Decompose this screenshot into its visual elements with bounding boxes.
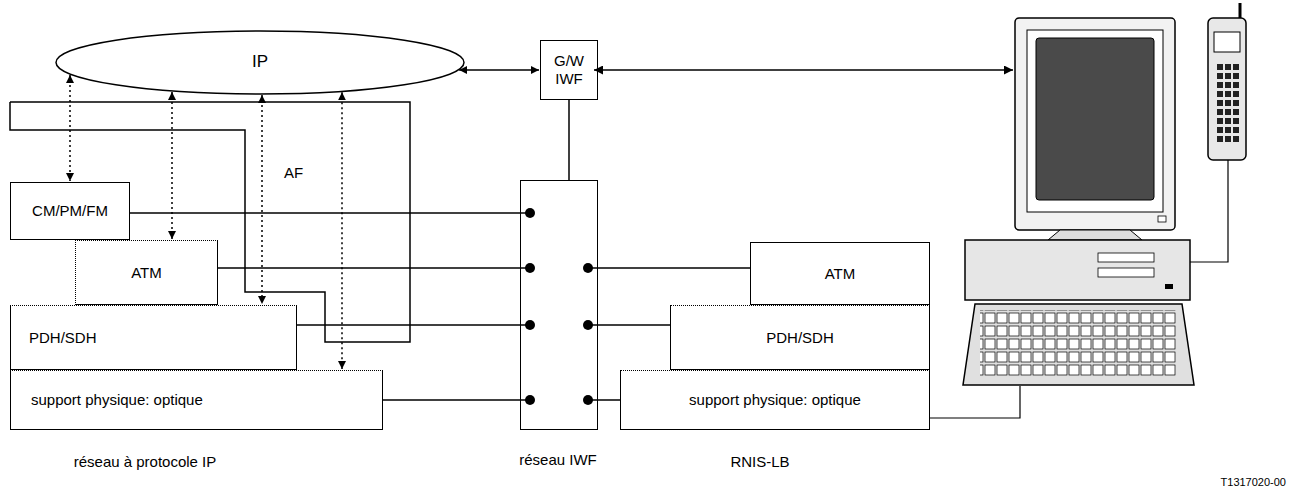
layer-label: ATM — [825, 265, 856, 283]
monitor-button — [1158, 216, 1166, 222]
junction-dot — [525, 395, 535, 405]
atm-layer: ATM — [75, 240, 218, 305]
junction-dot — [583, 395, 593, 405]
drive-slot — [1098, 268, 1154, 277]
connector — [583, 263, 750, 273]
phone-cable — [1190, 160, 1228, 262]
network-caption: réseau à protocole IP — [74, 453, 217, 471]
connector — [70, 75, 71, 181]
physical-layer: support physique: optique — [620, 370, 930, 430]
layer-label: CM/PM/FM — [32, 202, 108, 220]
connector-line — [588, 324, 670, 326]
connector-line — [383, 399, 530, 401]
computer-illustration — [963, 18, 1194, 385]
layer-label: support physique: optique — [31, 391, 203, 409]
connector — [130, 208, 535, 218]
monitor-case — [1015, 18, 1175, 230]
junction-dot — [525, 208, 535, 218]
gateway-terminal-arrow — [594, 69, 1013, 71]
computer-case — [965, 240, 1190, 300]
keyboard-keys — [980, 310, 1176, 376]
connector — [383, 395, 535, 405]
connector — [583, 395, 620, 405]
band-outline — [10, 102, 410, 342]
connector-line — [218, 267, 530, 269]
junction-dot — [525, 320, 535, 330]
protocol-ellipse: IP — [55, 30, 465, 95]
connector — [569, 100, 570, 180]
connector — [172, 92, 173, 239]
connector-line — [297, 324, 530, 326]
drive-slot — [1098, 253, 1154, 262]
connector — [297, 320, 535, 330]
phone-body — [1208, 18, 1246, 160]
monitor-stand — [1048, 230, 1142, 240]
connector — [342, 92, 343, 369]
connector-line — [130, 212, 530, 214]
phone-screen — [1214, 32, 1240, 52]
layer-label: PDH/SDH — [29, 329, 97, 347]
layer-label: AF — [284, 164, 324, 182]
junction-dot — [583, 263, 593, 273]
interworking-column: réseau IWF — [520, 180, 598, 430]
connector-line — [69, 75, 71, 181]
junction-dot — [583, 320, 593, 330]
connector-line — [588, 267, 750, 269]
transmission-layer: PDH/SDH — [10, 305, 297, 370]
junction-dot — [525, 263, 535, 273]
phone-illustration — [1190, 3, 1246, 262]
keyboard — [963, 304, 1194, 385]
connector-line — [261, 95, 263, 304]
layer-label: PDH/SDH — [766, 329, 834, 347]
terminal-wire — [930, 386, 1020, 418]
connector-line — [459, 69, 539, 71]
connector-line — [568, 100, 570, 180]
layer-label: G/W IWF — [544, 52, 594, 88]
layer-label: IP — [252, 52, 268, 72]
connector — [218, 263, 535, 273]
monitor-screen — [1036, 38, 1154, 200]
layer-label: support physique: optique — [689, 391, 861, 409]
layer-label: ATM — [131, 264, 162, 282]
connector-line — [171, 92, 173, 239]
figure-number: T1317020-00 — [1221, 476, 1286, 489]
power-light — [1165, 284, 1173, 289]
phone-keypad — [1215, 62, 1240, 142]
adaptation-band-outline — [10, 102, 410, 345]
connector — [583, 320, 670, 330]
physical-layer: support physique: optique — [10, 370, 383, 430]
network-caption: RNIS-LB — [730, 453, 789, 471]
monitor-bezel — [1027, 30, 1163, 212]
connector — [262, 95, 263, 304]
connector — [459, 70, 539, 71]
atm-layer: ATM — [750, 242, 930, 305]
connector-line — [341, 92, 343, 369]
phone-antenna — [1239, 3, 1242, 18]
transmission-layer: PDH/SDH — [670, 305, 930, 370]
ellipse-outline — [56, 31, 464, 94]
gateway-box: G/W IWF — [540, 40, 598, 100]
adaptation-band: AF — [10, 102, 410, 345]
network-caption: réseau IWF — [488, 451, 628, 469]
management-layer: CM/PM/FM — [10, 182, 130, 240]
